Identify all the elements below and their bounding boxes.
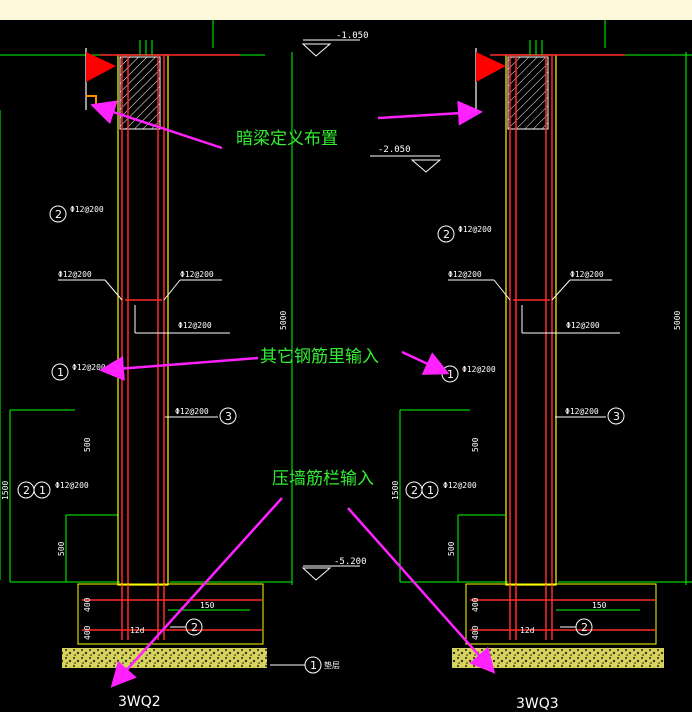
cushion-label: 垫层 — [324, 660, 340, 670]
arrow-other-rebar-left — [99, 355, 259, 381]
tag-2: 2 — [55, 208, 62, 221]
hidden-beam — [507, 56, 549, 130]
bar-left-label: Φ12@200 — [448, 270, 482, 279]
leader — [163, 279, 181, 301]
bar-mid-label: Φ12@200 — [178, 321, 212, 330]
level-symbol — [301, 567, 332, 581]
dim-text: 400 — [83, 625, 92, 640]
dim-text: 400 — [83, 597, 92, 612]
arrow-wall-rebar-right — [347, 507, 496, 674]
bar-main-label: Φ12@200 — [70, 205, 104, 214]
leader — [493, 279, 511, 301]
arrow-wall-rebar-left — [110, 497, 283, 688]
arrow-other-rebar-right — [401, 350, 450, 375]
tag-circle — [607, 407, 625, 425]
right-wall-section: -2.050 2 Φ12@200 Φ12@200 Φ12@200 Φ12@200… — [370, 20, 692, 712]
tag-1: 1 — [39, 484, 46, 497]
wall-outline — [117, 54, 169, 586]
section-title: 3WQ2 — [118, 694, 161, 710]
dim-text: 1500 — [391, 481, 400, 500]
level-top-text: -1.050 — [336, 31, 369, 41]
tag-circle — [219, 407, 237, 425]
tag-circle — [421, 481, 439, 499]
arrow-hidden-beam-right — [377, 100, 483, 126]
tag-2: 2 — [411, 484, 418, 497]
level-symbol — [301, 43, 332, 57]
bar-base-label: Φ12@200 — [55, 481, 89, 490]
tag-2: 2 — [443, 228, 450, 241]
bar-side-label: Φ12@200 — [462, 365, 496, 374]
dim-text: 12d — [130, 626, 145, 635]
annotation-hidden-beam: 暗梁定义布置 — [236, 129, 338, 149]
tag-circle — [49, 205, 67, 223]
leader — [551, 279, 571, 301]
bar-left-label: Φ12@200 — [58, 270, 92, 279]
level-bottom-text: -5.200 — [334, 557, 367, 567]
tag-2: 2 — [191, 621, 198, 634]
cushion-layer — [62, 648, 267, 668]
wall-outline — [505, 54, 557, 586]
dim-text: 400 — [471, 625, 480, 640]
tag-3: 3 — [613, 410, 620, 423]
bar-right-label: Φ12@200 — [180, 270, 214, 279]
tag-circle — [304, 656, 322, 674]
tag-circle — [33, 481, 51, 499]
tag-2: 2 — [23, 484, 30, 497]
window-top-strip — [0, 0, 692, 20]
tag-circle — [437, 225, 455, 243]
cushion-layer — [452, 648, 664, 668]
bar-right-label: Φ12@200 — [570, 270, 604, 279]
annotation-other-rebar: 其它钢筋里输入 — [260, 347, 379, 367]
dim-text: 500 — [57, 541, 66, 556]
bar-base-label: Φ12@200 — [443, 481, 477, 490]
tag-circle — [51, 363, 69, 381]
tag-2: 2 — [581, 621, 588, 634]
dim-text: 12d — [520, 626, 535, 635]
dim-text: 1500 — [1, 481, 10, 500]
tag-3: 3 — [225, 410, 232, 423]
level-mid-text: -2.050 — [378, 145, 411, 155]
arrow-hidden-beam-left — [90, 100, 223, 150]
leader — [104, 279, 123, 301]
dim-text: 5000 — [673, 311, 682, 330]
dim-text: 500 — [83, 437, 92, 452]
section-title: 3WQ3 — [516, 696, 559, 712]
tag-1: 1 — [310, 659, 317, 672]
footing-outline — [77, 583, 264, 645]
tag-1: 1 — [57, 366, 64, 379]
annotation-wall-rebar: 压墙筋栏输入 — [272, 469, 374, 489]
bar-main-label: Φ12@200 — [458, 225, 492, 234]
hidden-beam — [119, 56, 161, 130]
footing-outline — [465, 583, 657, 645]
bar-side-label: Φ12@200 — [72, 363, 106, 372]
beam-hook — [86, 95, 97, 108]
annotation-arrows — [90, 100, 496, 688]
tag-1: 1 — [447, 368, 454, 381]
dim-text: 150 — [592, 601, 607, 610]
bar-3-label: Φ12@200 — [175, 407, 209, 416]
bar-3-label: Φ12@200 — [565, 407, 599, 416]
dim-text: 500 — [471, 437, 480, 452]
tag-1: 1 — [427, 484, 434, 497]
flag-icon — [476, 52, 506, 82]
level-symbol — [410, 159, 442, 173]
dim-text: 5000 — [279, 311, 288, 330]
flag-icon — [86, 52, 116, 82]
bar-mid-label: Φ12@200 — [566, 321, 600, 330]
dim-text: 500 — [447, 541, 456, 556]
dim-text: 400 — [471, 597, 480, 612]
dim-text: 150 — [200, 601, 215, 610]
